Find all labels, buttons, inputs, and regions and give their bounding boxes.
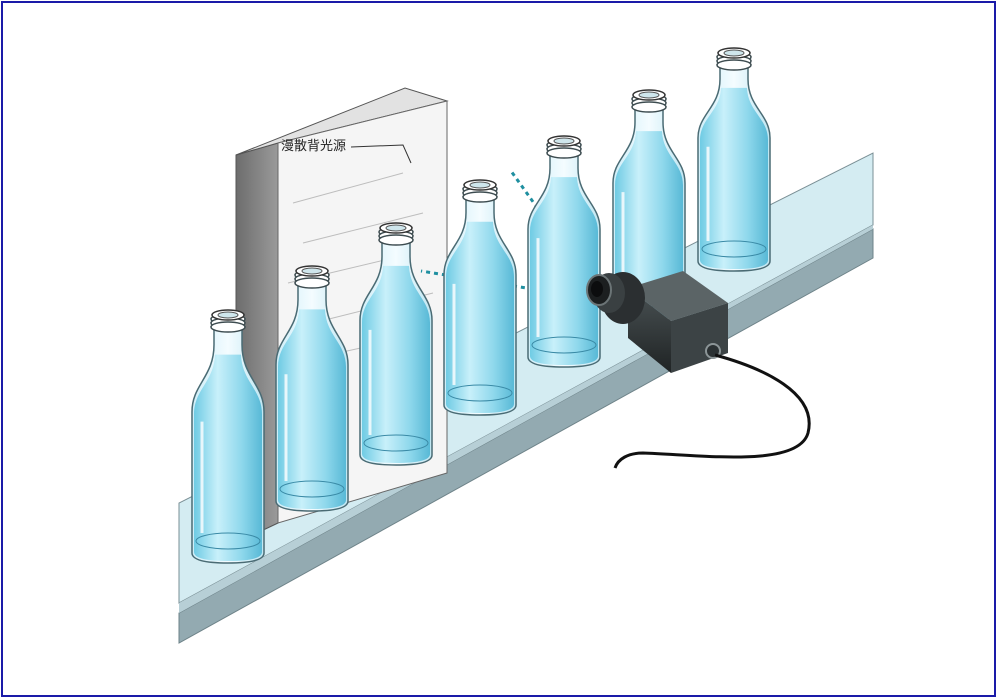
bottle-cap-threads — [295, 266, 329, 288]
bottle — [698, 48, 770, 271]
bottle-liquid — [278, 309, 346, 509]
bottle-cap-threads — [717, 48, 751, 70]
bottle-liquid — [194, 355, 262, 561]
bottle-cap-threads — [379, 223, 413, 245]
bottle-cap-threads — [547, 136, 581, 158]
bottle-liquid — [446, 222, 514, 413]
bottle-liquid — [362, 266, 430, 463]
light-source-label: 漫散背光源 — [281, 139, 346, 154]
inspection-scene: 漫散背光源 — [3, 3, 998, 699]
bottle-cap-threads — [211, 310, 245, 332]
bottle-liquid — [700, 88, 768, 269]
bottle-cap-threads — [463, 180, 497, 202]
bottle — [528, 136, 600, 367]
bottle-cap-threads — [632, 90, 666, 112]
bottle — [444, 180, 516, 415]
